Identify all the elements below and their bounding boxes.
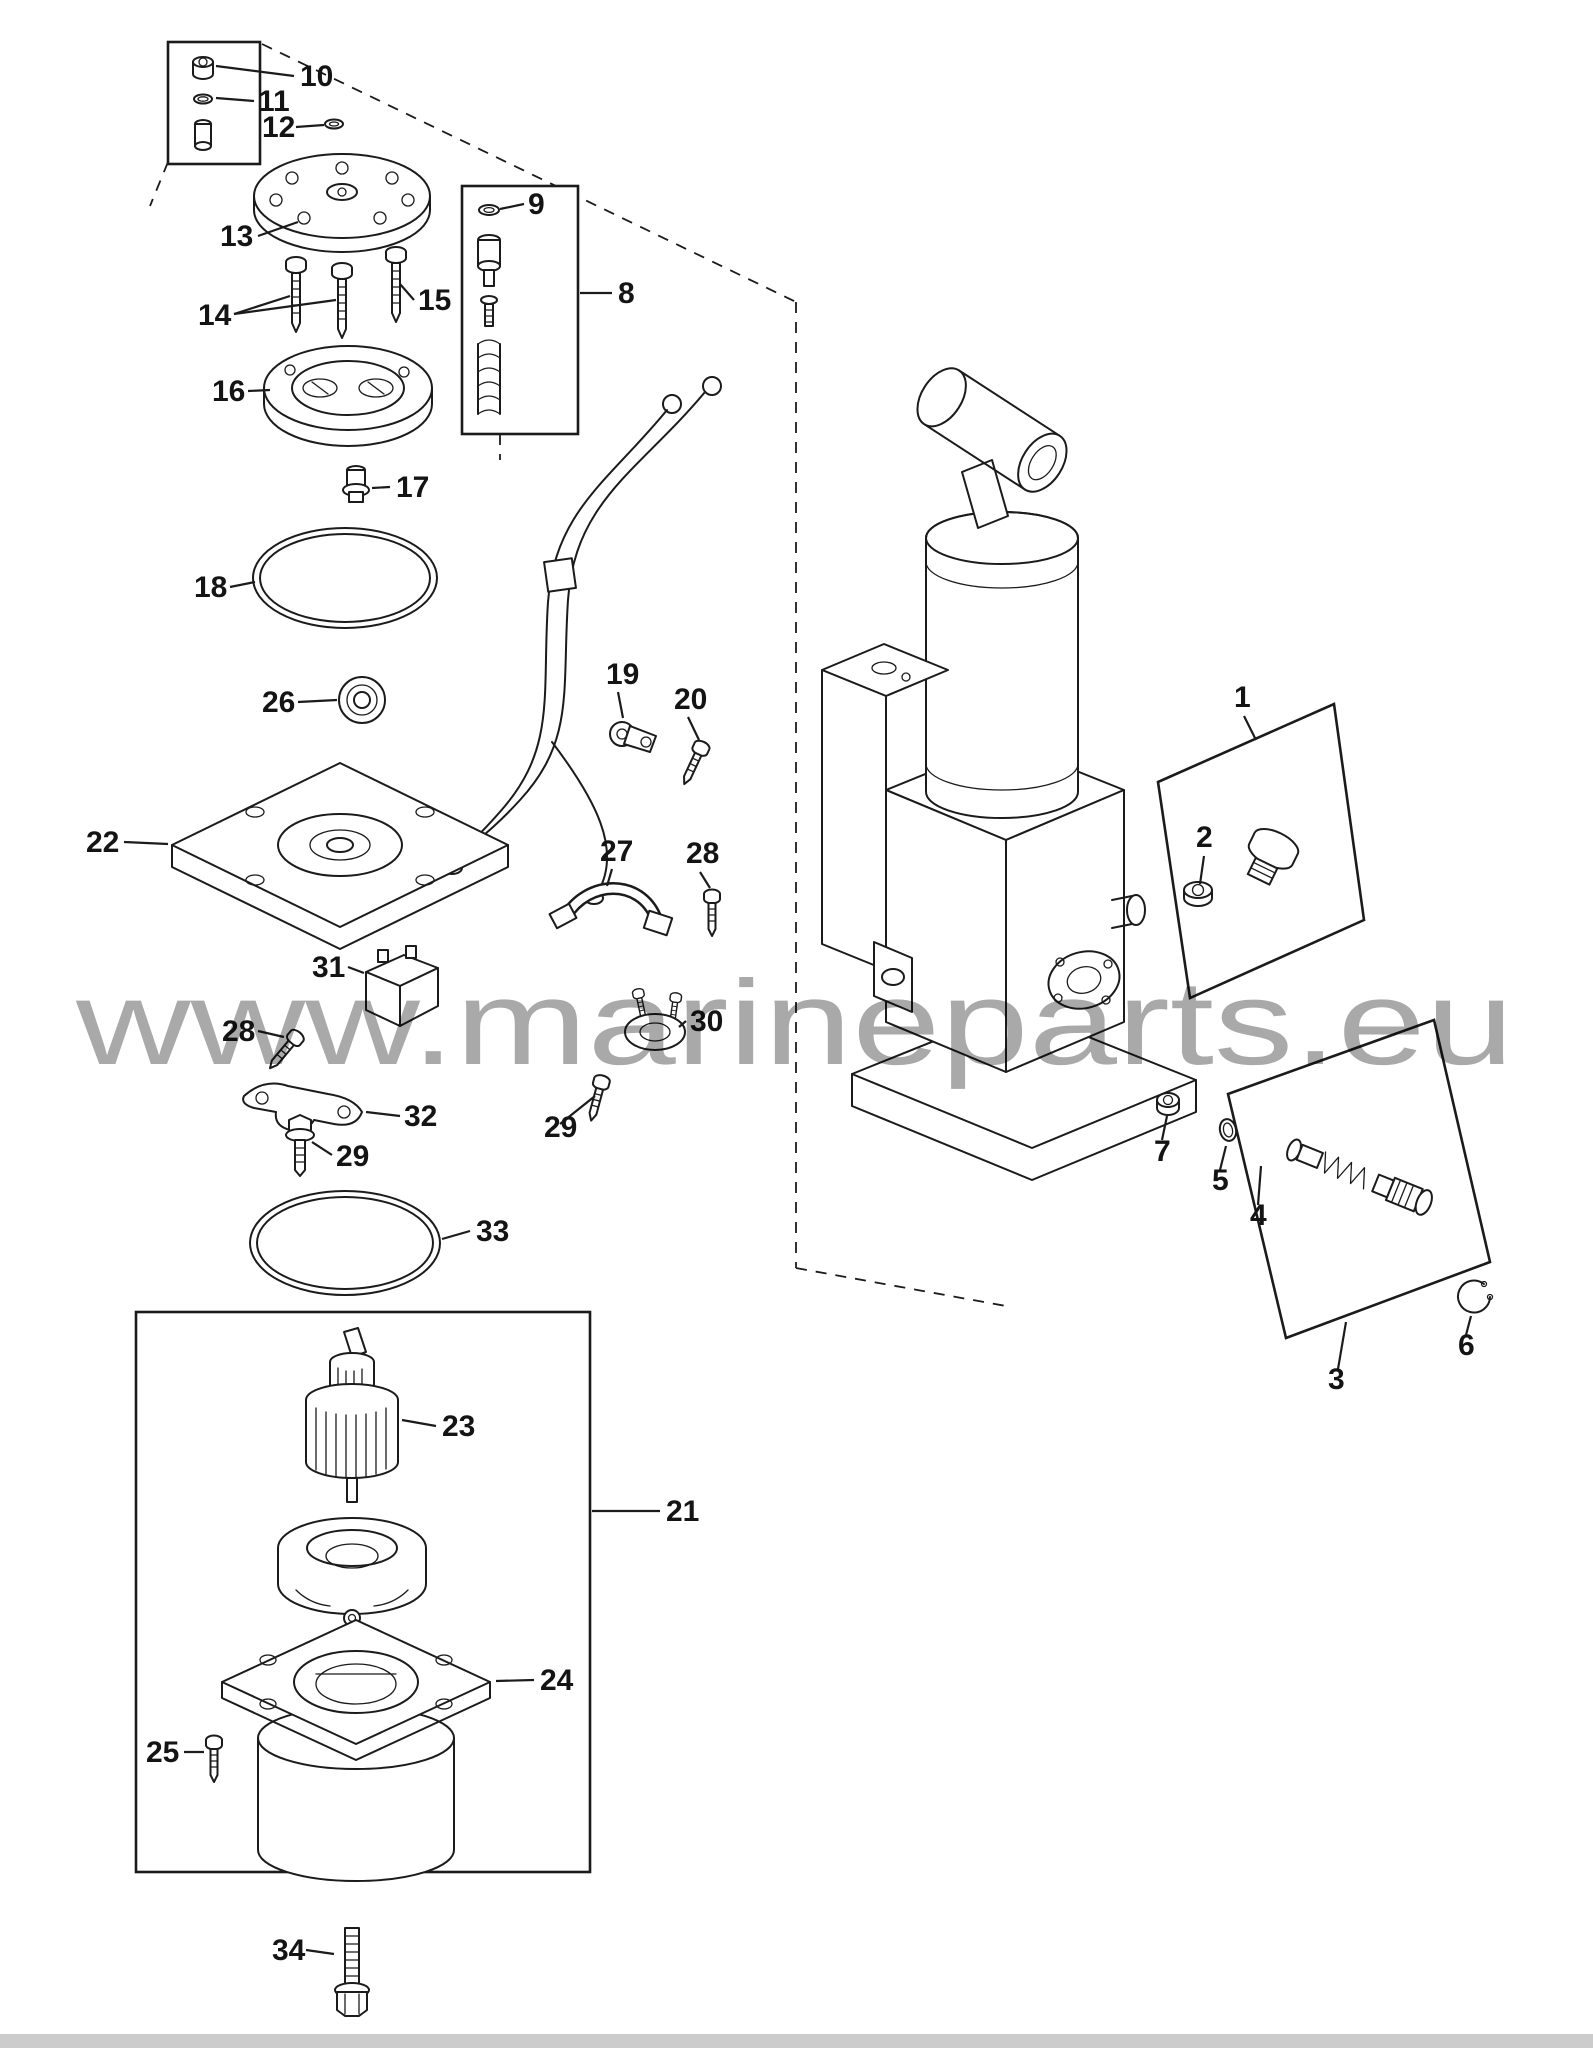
piston-rod xyxy=(961,459,1009,529)
part-label-19: 19 xyxy=(606,658,639,691)
dashed-reference-lines xyxy=(149,43,1007,1307)
footer-strip xyxy=(0,2034,1593,2048)
part-16-brush-ring xyxy=(263,345,433,447)
part-23-armature xyxy=(305,1327,399,1503)
part-24-end-frame xyxy=(221,1619,491,1761)
part-label-16: 16 xyxy=(212,375,245,408)
part-label-12: 12 xyxy=(262,111,295,144)
part-33-oring xyxy=(249,1190,441,1296)
part-7-nut xyxy=(1156,1092,1180,1116)
part-11-oring xyxy=(193,93,213,105)
part-label-34: 34 xyxy=(272,1934,306,1967)
watermark: www.marineparts.eu xyxy=(75,956,1514,1090)
part-label-25: 25 xyxy=(146,1736,179,1769)
part-label-8: 8 xyxy=(618,277,635,310)
part-label-32: 32 xyxy=(404,1100,437,1133)
kit-box-10-11 xyxy=(166,40,262,166)
part-label-33: 33 xyxy=(476,1215,509,1248)
part-label-20: 20 xyxy=(674,683,707,716)
valve-assembly xyxy=(1286,1138,1433,1216)
trim-unit-assembly xyxy=(821,367,1197,1181)
part-9-oring xyxy=(478,204,500,216)
reservoir-tower xyxy=(821,643,949,971)
kit-fitting xyxy=(477,234,501,287)
kit-box-3 xyxy=(1226,1018,1492,1340)
part-label-17: 17 xyxy=(396,471,429,504)
part-label-26: 26 xyxy=(262,686,295,719)
leader-lines xyxy=(123,64,1473,1956)
kit-spring xyxy=(477,339,501,415)
part-label-5: 5 xyxy=(1212,1164,1229,1197)
part-32-bracket xyxy=(242,1082,363,1132)
part-27-jumper-lead xyxy=(548,882,674,937)
cylinder-body xyxy=(925,511,1079,819)
part-13-end-cap xyxy=(253,153,431,253)
tilt-eye xyxy=(916,367,1068,493)
part-label-29a: 29 xyxy=(544,1111,577,1144)
part-label-27: 27 xyxy=(600,835,633,868)
part-label-6: 6 xyxy=(1458,1329,1475,1362)
part-18-oring xyxy=(252,527,438,629)
part-12-washer xyxy=(324,118,344,130)
part-label-22: 22 xyxy=(86,826,119,859)
part-label-30: 30 xyxy=(690,1005,723,1038)
kit-screw xyxy=(480,295,498,327)
part-label-4: 4 xyxy=(1250,1199,1267,1232)
front-clevis xyxy=(873,941,913,1013)
part-label-11: 11 xyxy=(258,85,290,118)
part-label-10: 10 xyxy=(300,60,333,93)
part-label-9: 9 xyxy=(528,188,545,221)
battery-cables xyxy=(441,376,722,905)
kit-box-8 xyxy=(460,184,580,436)
part-10-nut xyxy=(192,56,214,80)
part-label-18: 18 xyxy=(194,571,227,604)
part-label-3: 3 xyxy=(1328,1363,1345,1396)
kit-valve-piece xyxy=(194,119,212,151)
part-29-bolt-b xyxy=(285,1114,315,1177)
part-label-24: 24 xyxy=(540,1664,574,1697)
part-22-adapter-plate xyxy=(171,762,509,950)
part-label-31: 31 xyxy=(312,951,345,984)
part-label-13: 13 xyxy=(220,220,253,253)
part-label-14: 14 xyxy=(198,299,232,332)
part-34-bolt xyxy=(334,1927,370,2017)
part-21-motor-kit-box xyxy=(134,1310,592,1882)
part-label-2: 2 xyxy=(1196,821,1213,854)
manifold-boss xyxy=(1047,950,1121,1010)
part-label-7: 7 xyxy=(1154,1135,1171,1168)
part-26-bearing xyxy=(338,676,386,724)
part-labels: 10 11 12 13 14 15 9 8 16 17 18 26 19 20 … xyxy=(86,60,1475,1967)
fill-plug xyxy=(1246,827,1300,886)
part-19-clamp xyxy=(609,721,657,753)
part-31-solenoid xyxy=(365,945,439,1027)
part-label-15: 15 xyxy=(418,284,451,317)
part-label-23: 23 xyxy=(442,1410,475,1443)
motor-field-ring xyxy=(277,1517,427,1615)
part-label-28b: 28 xyxy=(222,1015,255,1048)
part-30-cap xyxy=(624,987,686,1051)
side-port xyxy=(1111,894,1146,929)
kit-box-1 xyxy=(1156,702,1366,1000)
part-label-28a: 28 xyxy=(686,837,719,870)
part-label-1: 1 xyxy=(1234,681,1251,714)
part-17-brush-key xyxy=(342,465,370,503)
part-label-29b: 29 xyxy=(336,1140,369,1173)
part-6-snap-ring xyxy=(1457,1279,1494,1314)
part-label-21: 21 xyxy=(666,1495,699,1528)
part-2-nut xyxy=(1183,881,1213,907)
